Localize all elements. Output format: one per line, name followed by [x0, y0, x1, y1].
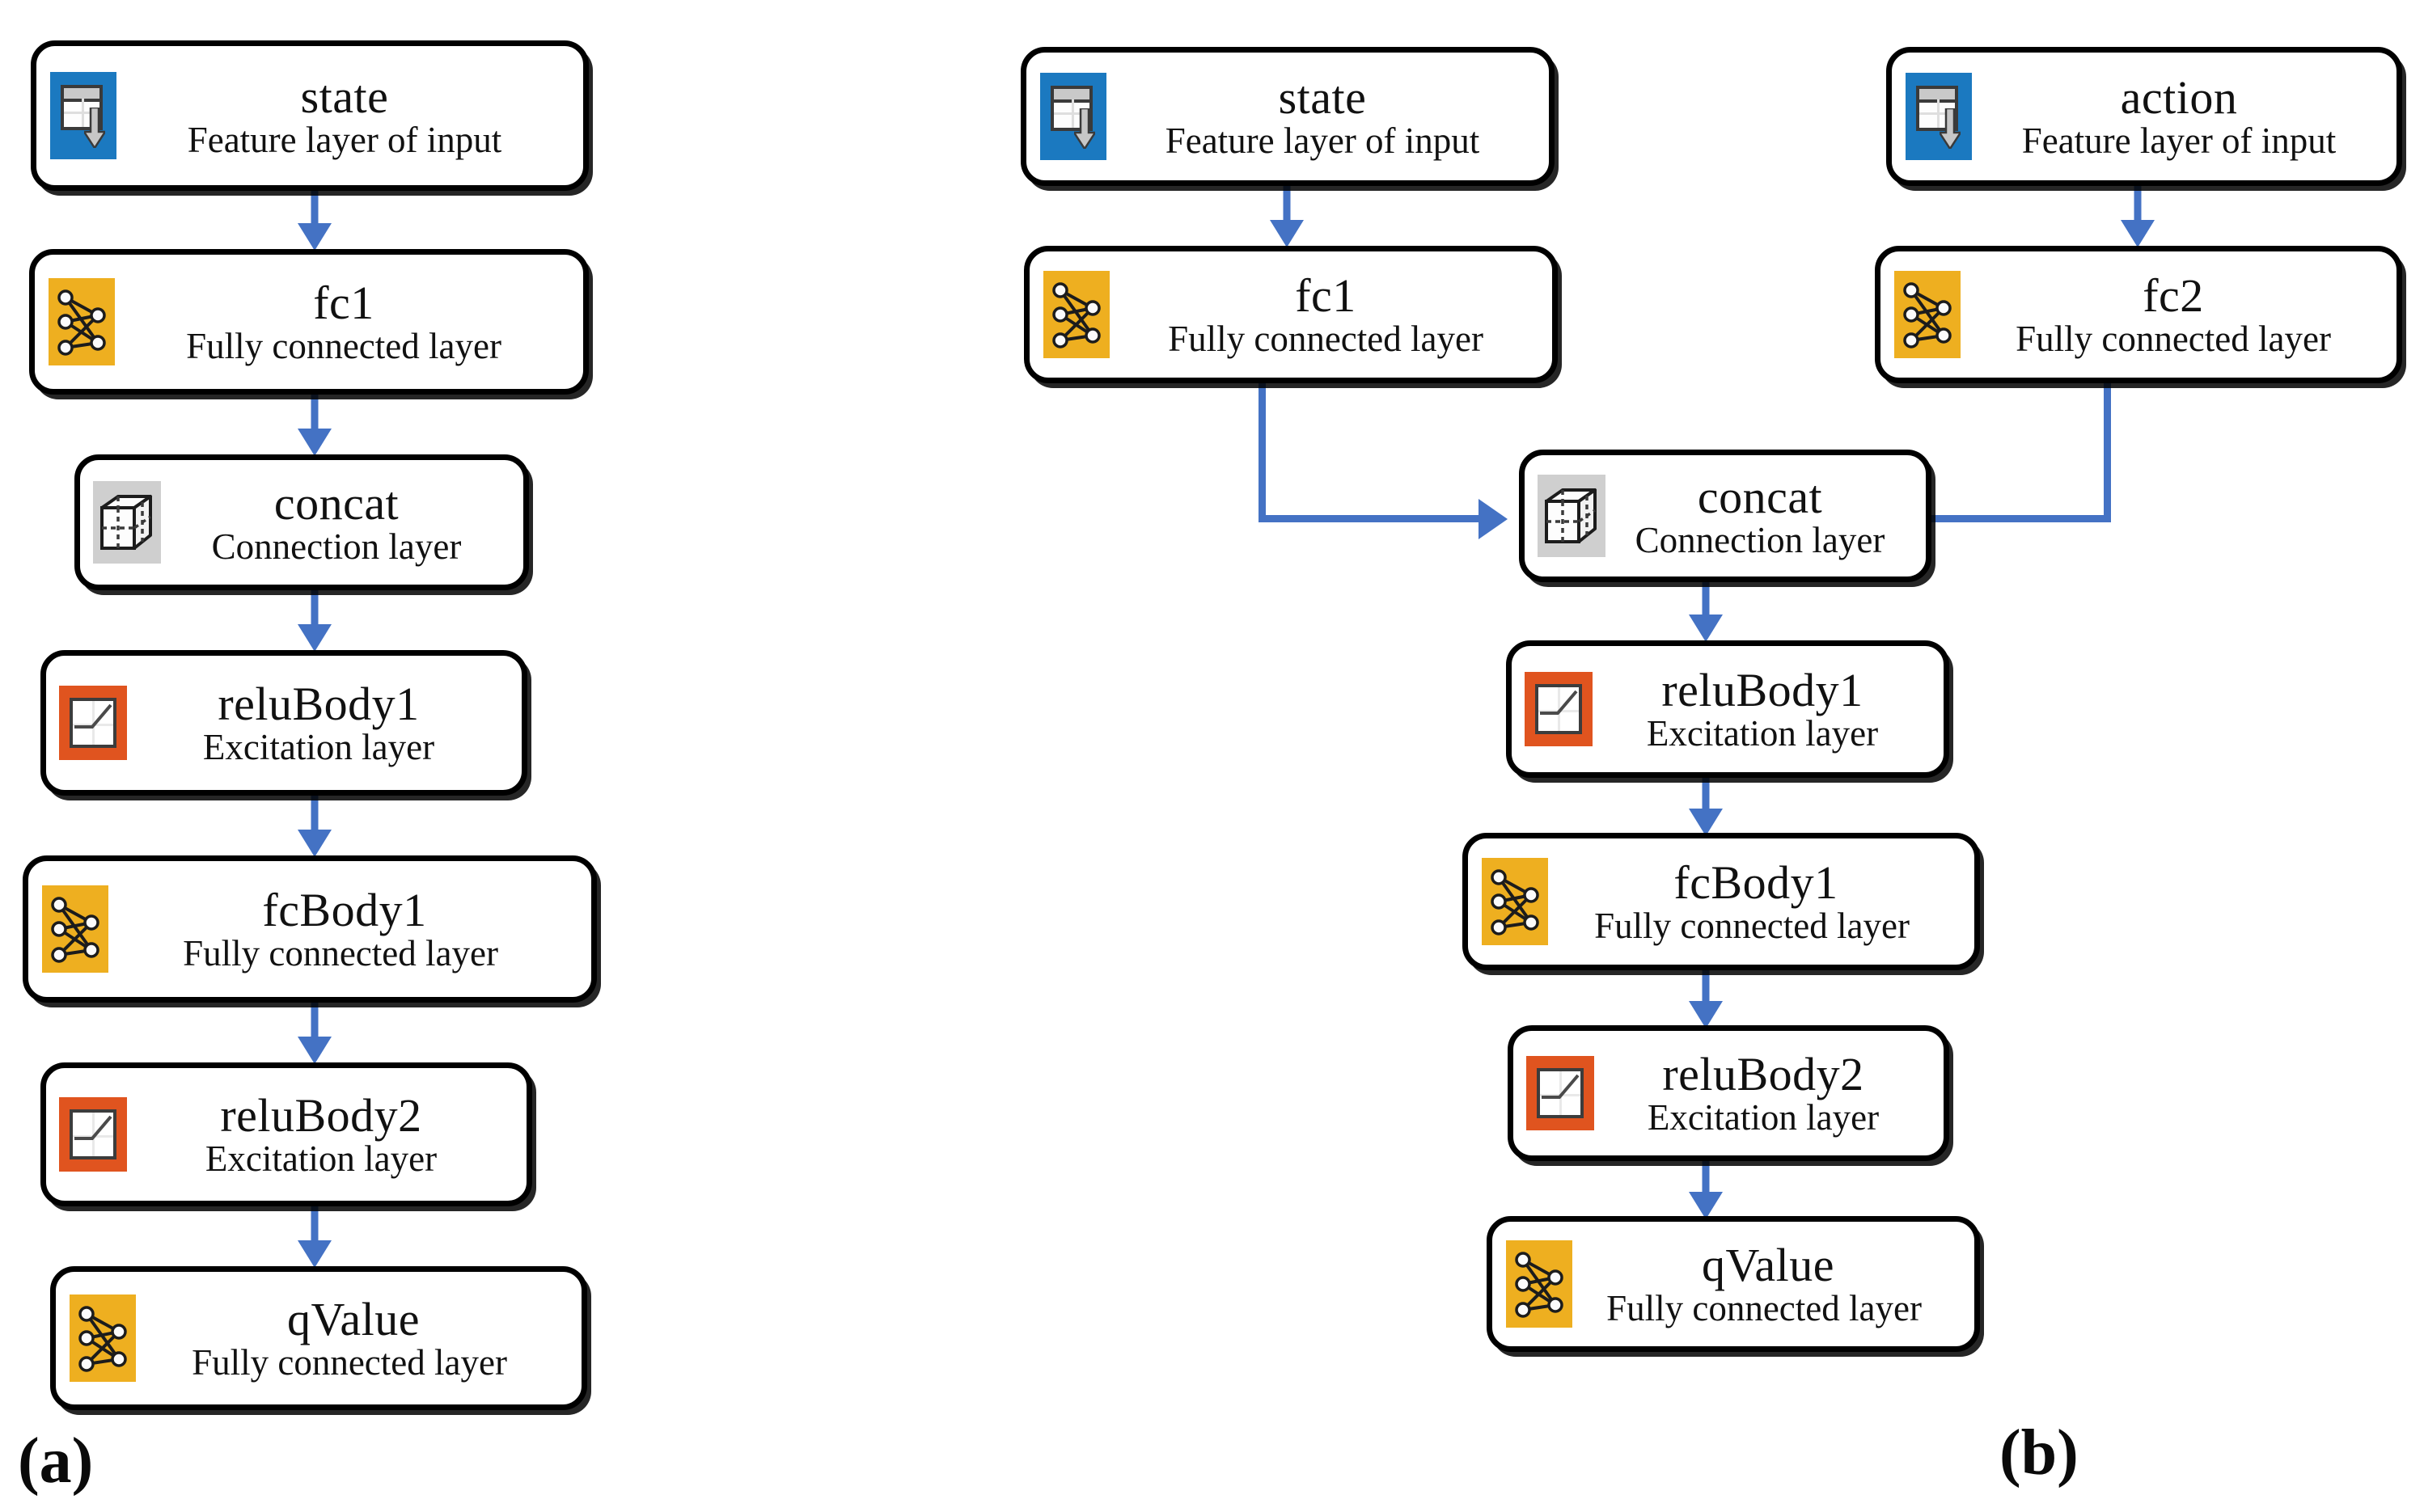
node-labels: fcBody1 Fully connected layer: [109, 883, 580, 974]
node-labels: fc2 Fully connected layer: [1961, 272, 2385, 357]
node-a-relubody2[interactable]: reluBody2 Excitation layer: [40, 1062, 532, 1206]
node-title: state: [300, 70, 389, 123]
edge-b-fcbody1-relu2: [1689, 970, 1723, 1028]
node-title: fcBody1: [1673, 855, 1838, 909]
node-subtitle: Feature layer of input: [1165, 120, 1480, 161]
node-labels: fcBody1 Fully connected layer: [1549, 859, 1963, 944]
node-subtitle: Feature layer of input: [187, 119, 502, 160]
node-labels: action Feature layer of input: [1973, 74, 2385, 159]
node-subtitle: Excitation layer: [202, 726, 435, 767]
concat-cube-icon: [1538, 471, 1605, 560]
fully-connected-icon: [69, 1294, 137, 1383]
node-title: concat: [1697, 470, 1823, 523]
node-a-fcbody1[interactable]: fcBody1 Fully connected layer: [23, 855, 597, 1003]
edge-a-fcbody1-relu2: [298, 1003, 332, 1064]
node-title: action: [2120, 70, 2238, 124]
input-icon: [1905, 72, 1973, 161]
node-subtitle: Fully connected layer: [2016, 318, 2331, 359]
edge-a-relu1-fcbody1: [298, 796, 332, 857]
fully-connected-icon: [1043, 270, 1110, 359]
edge-b-action-fc2: [2121, 186, 2155, 247]
edge-b-relu1-fcbody1: [1689, 778, 1723, 836]
fully-connected-icon: [1505, 1240, 1573, 1328]
node-subtitle: Connection layer: [211, 526, 462, 567]
fully-connected-icon: [41, 885, 109, 974]
node-subtitle: Fully connected layer: [1606, 1287, 1922, 1328]
node-title: fc1: [313, 276, 374, 329]
node-labels: reluBody1 Excitation layer: [127, 677, 510, 767]
node-a-fc1[interactable]: fc1 Fully connected layer: [29, 249, 589, 395]
node-a-qvalue[interactable]: qValue Fully connected layer: [50, 1266, 587, 1410]
node-labels: reluBody1 Excitation layer: [1593, 663, 1932, 754]
node-subtitle: Excitation layer: [1646, 712, 1879, 754]
panel-caption-a: (a): [18, 1425, 94, 1497]
node-labels: fc1 Fully connected layer: [1110, 272, 1541, 357]
node-title: reluBody1: [218, 677, 420, 730]
edge-b-concat-relu1: [1689, 582, 1723, 642]
node-a-concat[interactable]: concat Connection layer: [74, 454, 529, 590]
relu-icon: [59, 678, 127, 767]
node-title: state: [1278, 70, 1367, 124]
edge-a-state-fc1: [298, 191, 332, 251]
node-title: fc1: [1295, 268, 1356, 322]
node-b-relubody2[interactable]: reluBody2 Excitation layer: [1508, 1025, 1949, 1161]
node-subtitle: Feature layer of input: [2021, 120, 2337, 161]
fully-connected-icon: [1481, 857, 1549, 946]
node-labels: concat Connection layer: [161, 476, 512, 567]
node-title: reluBody2: [1662, 1047, 1864, 1100]
node-subtitle: Fully connected layer: [186, 325, 501, 366]
edge-a-concat-relu1: [298, 590, 332, 652]
edge-b-fc1-concat: [1259, 380, 1517, 542]
node-labels: qValue Fully connected layer: [137, 1292, 570, 1383]
node-b-fc2[interactable]: fc2 Fully connected layer: [1875, 246, 2402, 383]
node-b-relubody1[interactable]: reluBody1 Excitation layer: [1506, 640, 1949, 778]
node-labels: reluBody2 Excitation layer: [1594, 1047, 1932, 1138]
node-title: fc2: [2143, 268, 2204, 322]
relu-icon: [1526, 1049, 1594, 1138]
node-subtitle: Fully connected layer: [1168, 318, 1483, 359]
fully-connected-icon: [48, 277, 116, 366]
edge-a-relu2-qvalue: [298, 1206, 332, 1268]
node-labels: fc1 Fully connected layer: [116, 276, 572, 366]
node-labels: state Feature layer of input: [117, 70, 572, 160]
node-title: reluBody1: [1661, 663, 1863, 716]
node-b-qvalue[interactable]: qValue Fully connected layer: [1487, 1216, 1980, 1352]
node-b-action[interactable]: action Feature layer of input: [1886, 47, 2402, 186]
node-b-concat[interactable]: concat Connection layer: [1519, 450, 1931, 582]
edge-b-state-fc1: [1270, 186, 1304, 247]
fully-connected-icon: [1893, 270, 1961, 359]
node-subtitle: Connection layer: [1635, 519, 1885, 560]
node-subtitle: Excitation layer: [1647, 1096, 1880, 1138]
node-labels: reluBody2 Excitation layer: [127, 1092, 515, 1177]
node-title: fcBody1: [262, 883, 427, 936]
edge-a-fc1-concat: [298, 395, 332, 456]
node-title: reluBody2: [220, 1088, 422, 1142]
node-b-fcbody1[interactable]: fcBody1 Fully connected layer: [1462, 833, 1980, 970]
node-labels: state Feature layer of input: [1107, 74, 1538, 159]
node-subtitle: Fully connected layer: [183, 932, 498, 974]
input-icon: [1039, 72, 1107, 161]
node-a-state[interactable]: state Feature layer of input: [31, 40, 589, 191]
node-a-relubody1[interactable]: reluBody1 Excitation layer: [40, 650, 527, 796]
node-title: qValue: [1701, 1238, 1835, 1291]
node-subtitle: Fully connected layer: [192, 1341, 507, 1383]
panel-caption-b: (b): [1999, 1417, 2079, 1489]
relu-icon: [59, 1090, 127, 1179]
concat-cube-icon: [93, 478, 161, 567]
input-icon: [49, 71, 117, 160]
node-title: qValue: [286, 1292, 421, 1345]
node-b-state[interactable]: state Feature layer of input: [1021, 47, 1555, 186]
node-labels: qValue Fully connected layer: [1573, 1238, 1963, 1328]
node-title: concat: [273, 476, 400, 530]
relu-icon: [1525, 665, 1593, 754]
node-subtitle: Fully connected layer: [1594, 905, 1910, 946]
node-subtitle: Excitation layer: [205, 1138, 438, 1179]
node-b-fc1[interactable]: fc1 Fully connected layer: [1024, 246, 1558, 383]
edge-b-relu2-qvalue: [1689, 1161, 1723, 1219]
node-labels: concat Connection layer: [1605, 470, 1914, 560]
